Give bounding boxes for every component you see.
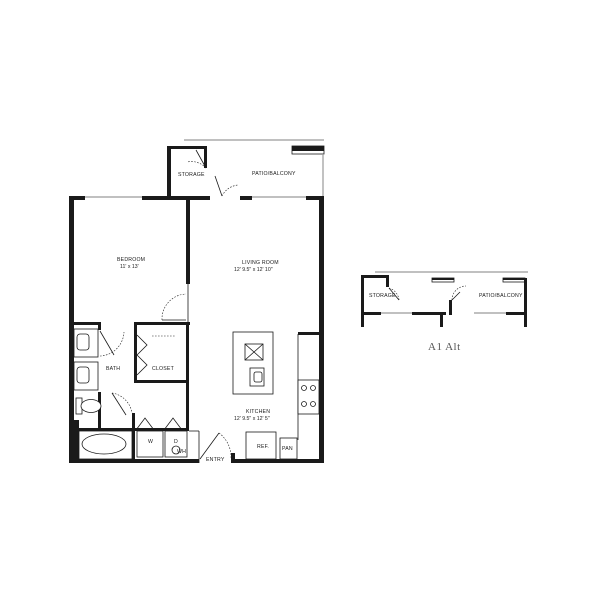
living-room-label: LIVING ROOM xyxy=(242,260,279,266)
washer-label: W xyxy=(148,439,153,445)
ref-label: REF. xyxy=(257,444,269,450)
kitchen-dimensions: 12' 9.5" x 12' 5" xyxy=(234,416,270,422)
alt-walls xyxy=(361,275,527,327)
bath-fixtures xyxy=(73,328,133,460)
storage-label: STORAGE xyxy=(178,172,205,178)
patio-label: PATIO/BALCONY xyxy=(252,171,296,177)
dryer-label: D xyxy=(174,439,178,445)
kitchen-counter xyxy=(245,379,320,460)
alt-doors xyxy=(388,285,467,301)
windows xyxy=(85,139,324,198)
entry-label: ENTRY xyxy=(206,457,225,463)
bedroom-dimensions: 11' x 13' xyxy=(120,264,139,270)
closet-label: CLOSET xyxy=(152,366,175,372)
room-labels: STORAGE PATIO/BALCONY BEDROOM 11' x 13' … xyxy=(106,171,296,463)
alt-patio-label: PATIO/BALCONY xyxy=(479,293,523,299)
main-floor-plan: STORAGE PATIO/BALCONY BEDROOM 11' x 13' … xyxy=(69,139,325,463)
living-room-dimensions: 12' 9.5" x 12' 10" xyxy=(234,267,273,273)
kitchen-label: KITCHEN xyxy=(246,409,270,415)
kitchen-island xyxy=(232,331,274,395)
exterior-walls xyxy=(69,145,325,463)
alt-floor-plan: STORAGE PATIO/BALCONY A1 Alt xyxy=(361,271,528,353)
water-heater-label: WH xyxy=(177,449,186,455)
laundry-appliances xyxy=(136,430,188,458)
pantry-label: PAN xyxy=(282,446,293,452)
bedroom-label: BEDROOM xyxy=(117,257,145,263)
alt-storage-label: STORAGE xyxy=(369,293,396,299)
alt-glass xyxy=(375,271,528,314)
alt-plan-caption: A1 Alt xyxy=(428,341,461,353)
doors xyxy=(99,149,239,460)
bath-label: BATH xyxy=(106,366,120,372)
interior-walls xyxy=(74,196,319,463)
